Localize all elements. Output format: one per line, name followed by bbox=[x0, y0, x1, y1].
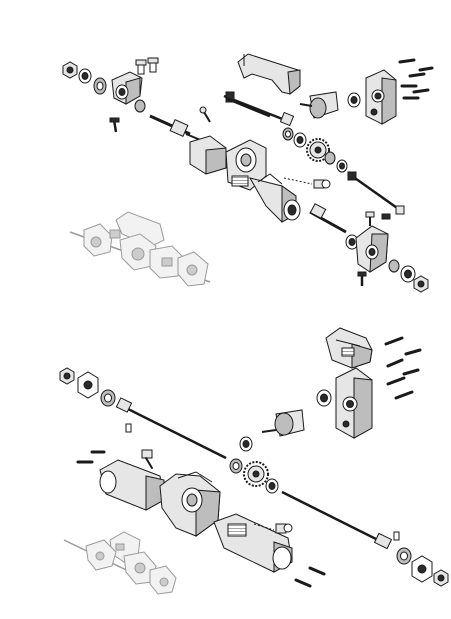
rear-right-nut bbox=[433, 569, 449, 587]
rear-axle-housing bbox=[159, 471, 221, 537]
rear-left-bearing bbox=[100, 389, 116, 407]
front-left-washer bbox=[78, 68, 92, 84]
front-right-knuckle-screws bbox=[357, 211, 391, 286]
rear-right-hex-hub bbox=[411, 555, 433, 583]
rear-mount-bracket bbox=[325, 327, 373, 369]
front-housing-screws bbox=[398, 58, 434, 100]
front-left-axle-shaft bbox=[149, 114, 211, 145]
rear-bottom-screws bbox=[294, 566, 326, 588]
rear-bearing-a bbox=[239, 436, 253, 452]
rear-axle-tube-left bbox=[99, 459, 165, 511]
front-left-bearing bbox=[93, 77, 107, 95]
front-bearing-c bbox=[324, 151, 336, 165]
front-knuckle-bearing bbox=[134, 99, 146, 113]
front-shaft-screw bbox=[199, 106, 211, 123]
rear-housing-pin bbox=[253, 523, 293, 534]
front-pinion-shaft bbox=[225, 91, 339, 119]
front-left-steering-knuckle bbox=[111, 71, 143, 105]
rear-pinion-shaft bbox=[261, 409, 305, 437]
rear-axle-tube-right bbox=[213, 513, 293, 573]
front-output-shaft bbox=[347, 171, 405, 215]
front-right-nut bbox=[413, 275, 429, 293]
rear-assembled-preview bbox=[63, 531, 177, 595]
rear-left-nut bbox=[59, 367, 75, 385]
front-right-washer bbox=[388, 259, 400, 273]
rear-spur-gear bbox=[243, 461, 269, 487]
rear-bearing-b bbox=[229, 458, 243, 474]
front-housing-pin bbox=[283, 177, 331, 189]
rear-right-axle-shaft bbox=[281, 490, 393, 550]
rear-right-bearing bbox=[396, 547, 412, 565]
front-assembled-preview bbox=[69, 211, 211, 287]
front-axle-housing bbox=[189, 135, 301, 223]
rear-pinion-bearing bbox=[316, 389, 332, 407]
front-drive-shaft-upper bbox=[223, 91, 295, 127]
front-spur-gear bbox=[306, 138, 330, 162]
front-knuckle-screw-top bbox=[135, 57, 159, 75]
rear-right-pin bbox=[393, 531, 400, 541]
rear-left-axle-shaft bbox=[115, 397, 227, 460]
front-bearing-b bbox=[293, 132, 307, 148]
front-right-bearing bbox=[345, 234, 359, 250]
front-right-axle-shaft bbox=[309, 203, 347, 234]
front-right-steering-knuckle bbox=[355, 225, 389, 273]
rear-gearbox-housing bbox=[335, 367, 373, 439]
rear-axle-exploded-view bbox=[59, 327, 449, 595]
front-pinion-bearing bbox=[347, 92, 361, 108]
front-gearbox-housing bbox=[365, 69, 397, 125]
rear-housing-screws bbox=[384, 336, 422, 400]
front-right-hub bbox=[400, 265, 416, 283]
front-bearing-d bbox=[336, 159, 348, 173]
rear-left-hex-hub bbox=[77, 371, 99, 399]
front-knuckle-screw-bottom bbox=[109, 117, 120, 133]
rear-left-pin bbox=[125, 423, 132, 433]
rear-left-screws bbox=[76, 449, 153, 469]
front-axle-exploded-view bbox=[62, 53, 434, 293]
rear-bearing-c bbox=[265, 478, 279, 494]
front-left-nut bbox=[62, 61, 78, 79]
front-bearing-a bbox=[282, 127, 294, 141]
front-mount-bracket bbox=[237, 53, 301, 95]
